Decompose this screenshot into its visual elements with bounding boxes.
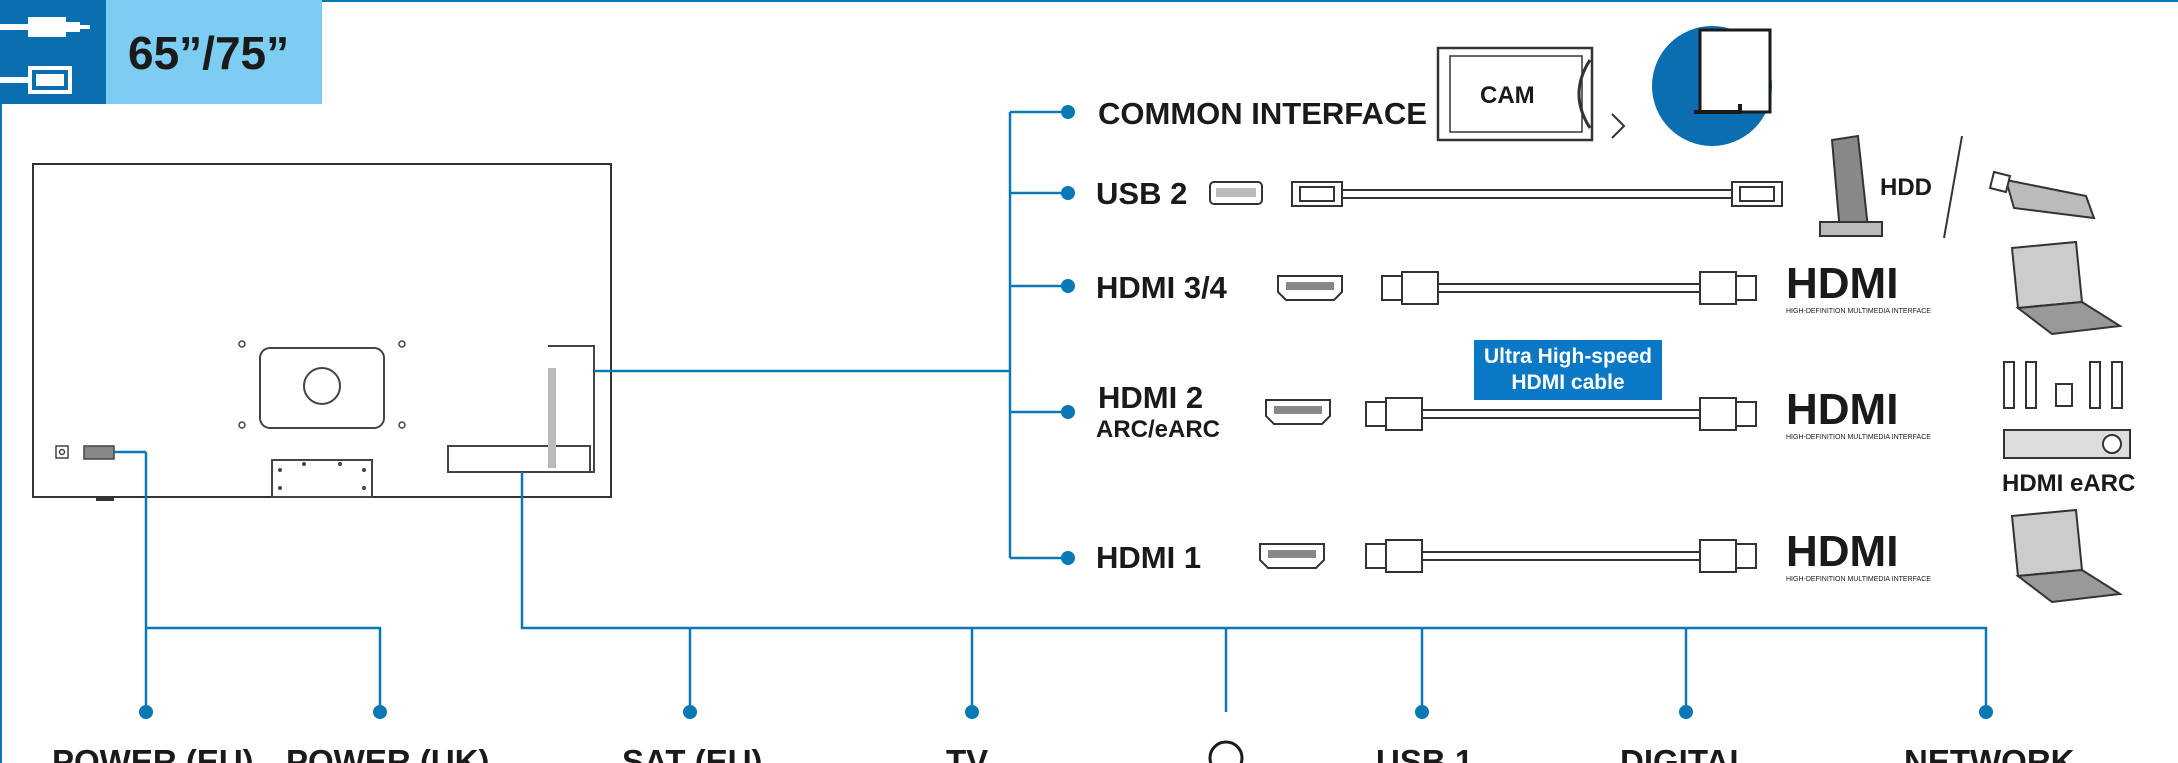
usb-stick-icon (1988, 170, 2096, 220)
tv-back-panel (32, 163, 612, 501)
svg-text:HDMI: HDMI (1786, 385, 1898, 434)
bottom-label-digital: DIGITAL (1620, 743, 1750, 763)
hdd-icon (1819, 134, 1883, 237)
smart-card-zoom-icon (1652, 26, 1772, 146)
hdmi-port-icon (1265, 399, 1331, 425)
hdmi-logo: HDMI HIGH-DEFINITION MULTIMEDIA INTERFAC… (1786, 385, 1931, 441)
bottom-label-power-uk: POWER (UK) (286, 743, 490, 763)
soundbar-speakers-icon (2003, 361, 2131, 459)
top-border (0, 0, 2178, 2)
bottom-label-network: NETWORK (1904, 743, 2075, 763)
svg-text:HDMI: HDMI (1786, 259, 1898, 308)
left-border (0, 0, 2, 763)
port-label-hdmi1: HDMI 1 (1096, 540, 1202, 575)
svg-text:HDMI: HDMI (1786, 527, 1898, 576)
cam-module-icon (1436, 46, 1626, 142)
hdmi-cable-icon (1365, 397, 1757, 431)
hdmi-logo: HDMI HIGH-DEFINITION MULTIMEDIA INTERFAC… (1786, 259, 1931, 315)
slash-divider (1943, 135, 1963, 239)
svg-text:HIGH-DEFINITION MULTIMEDIA INT: HIGH-DEFINITION MULTIMEDIA INTERFACE (1786, 434, 1931, 441)
badge-line-1: Ultra High-speed (1483, 345, 1653, 368)
hdmi-port-icon (1259, 543, 1325, 569)
wiring-lines (114, 110, 1988, 712)
port-label-common-interface: COMMON INTERFACE (1098, 96, 1427, 131)
model-size-label: 65”/75” (128, 27, 290, 79)
port-label-usb2: USB 2 (1096, 176, 1188, 211)
connection-dots (139, 105, 1993, 719)
bottom-label-sat-eu: SAT (EU) (622, 743, 763, 763)
model-size-title: 65”/75” (106, 0, 322, 104)
port-label-hdmi2: HDMI 2 (1098, 380, 1204, 415)
cable-connectors-icon (0, 0, 106, 104)
port-sublabel-hdmi2: ARC/eARC (1096, 416, 1221, 443)
svg-text:HIGH-DEFINITION MULTIMEDIA INT: HIGH-DEFINITION MULTIMEDIA INTERFACE (1786, 308, 1931, 315)
cam-label: CAM (1480, 82, 1535, 109)
bottom-label-usb1: USB 1 (1376, 743, 1474, 763)
badge-line-2: HDMI cable (1511, 371, 1625, 394)
hdmi-earc-label: HDMI eARC (2002, 470, 2136, 497)
hdmi-cable-icon (1365, 539, 1757, 573)
hdmi-cable-icon (1381, 271, 1757, 305)
hdmi-port-icon (1277, 275, 1343, 301)
laptop-icon (2010, 240, 2123, 336)
ultra-high-speed-cable-badge: Ultra High-speed HDMI cable (1474, 340, 1662, 400)
hdmi-logo: HDMI HIGH-DEFINITION MULTIMEDIA INTERFAC… (1786, 527, 1931, 583)
bottom-label-power-eu: POWER (EU) (52, 743, 254, 763)
usb-cable-icon (1209, 181, 1783, 207)
headphone-icon (1208, 740, 1244, 763)
laptop-icon (2010, 508, 2123, 604)
bottom-label-tv: TV (946, 743, 989, 763)
port-label-hdmi34: HDMI 3/4 (1096, 270, 1227, 305)
hdd-label: HDD (1880, 174, 1932, 201)
svg-text:HIGH-DEFINITION MULTIMEDIA INT: HIGH-DEFINITION MULTIMEDIA INTERFACE (1786, 576, 1931, 583)
